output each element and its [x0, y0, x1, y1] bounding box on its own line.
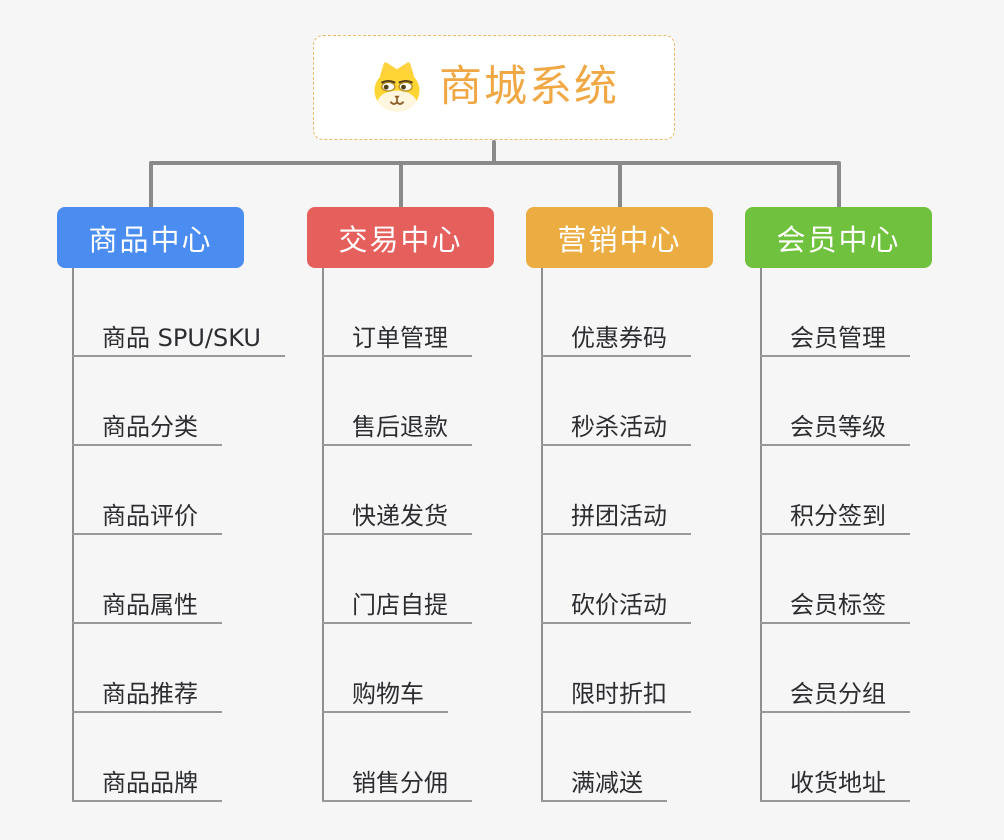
- child-node[interactable]: 收货地址: [760, 753, 910, 802]
- branch-header-marketing-center[interactable]: 营销中心: [526, 207, 713, 268]
- child-node[interactable]: 商品分类: [72, 397, 222, 446]
- child-node[interactable]: 会员分组: [760, 664, 910, 713]
- child-node[interactable]: 会员标签: [760, 575, 910, 624]
- child-node[interactable]: 售后退款: [322, 397, 472, 446]
- child-node[interactable]: 秒杀活动: [541, 397, 691, 446]
- child-node[interactable]: 会员管理: [760, 308, 910, 357]
- child-node[interactable]: 满减送: [541, 753, 667, 802]
- child-node[interactable]: 商品推荐: [72, 664, 222, 713]
- child-node[interactable]: 快递发货: [322, 486, 472, 535]
- branch-node-product-center: 商品中心 商品 SPU/SKU 商品分类商品评价商品属性商品推荐商品品牌: [57, 207, 317, 807]
- child-node[interactable]: 商品属性: [72, 575, 222, 624]
- root-connector-line: [492, 140, 496, 165]
- child-node[interactable]: 商品 SPU/SKU: [72, 308, 285, 357]
- branch-drop-line: [398, 163, 403, 209]
- branch-label: 会员中心: [776, 222, 901, 257]
- branch-label: 营销中心: [557, 222, 682, 257]
- child-node[interactable]: 优惠券码: [541, 308, 691, 357]
- branch-bus-line: [148, 161, 841, 165]
- child-node[interactable]: 商品评价: [72, 486, 222, 535]
- branch-node-marketing-center: 营销中心 优惠券码秒杀活动拼团活动砍价活动限时折扣满减送: [526, 207, 786, 807]
- branch-header-product-center[interactable]: 商品中心: [57, 207, 244, 268]
- child-node[interactable]: 订单管理: [322, 308, 472, 357]
- branch-label: 商品中心: [88, 222, 213, 257]
- branch-header-trade-center[interactable]: 交易中心: [307, 207, 494, 268]
- root-title: 商城系统: [439, 62, 619, 112]
- child-node[interactable]: 购物车: [322, 664, 448, 713]
- branch-drop-line: [836, 163, 841, 209]
- child-node[interactable]: 积分签到: [760, 486, 910, 535]
- child-node[interactable]: 会员等级: [760, 397, 910, 446]
- child-node[interactable]: 销售分佣: [322, 753, 472, 802]
- child-node[interactable]: 商品品牌: [72, 753, 222, 802]
- branch-label: 交易中心: [338, 222, 463, 257]
- child-node[interactable]: 砍价活动: [541, 575, 691, 624]
- child-node[interactable]: 门店自提: [322, 575, 472, 624]
- branch-header-member-center[interactable]: 会员中心: [745, 207, 932, 268]
- branch-node-trade-center: 交易中心 订单管理售后退款快递发货门店自提购物车销售分佣: [307, 207, 567, 807]
- child-node[interactable]: 拼团活动: [541, 486, 691, 535]
- dog-face-icon: [369, 61, 425, 114]
- child-node[interactable]: 限时折扣: [541, 664, 691, 713]
- branch-node-member-center: 会员中心 会员管理会员等级积分签到会员标签会员分组收货地址: [745, 207, 1004, 807]
- root-node[interactable]: 商城系统: [313, 35, 675, 140]
- branch-drop-line: [148, 163, 153, 209]
- branch-drop-line: [617, 163, 622, 209]
